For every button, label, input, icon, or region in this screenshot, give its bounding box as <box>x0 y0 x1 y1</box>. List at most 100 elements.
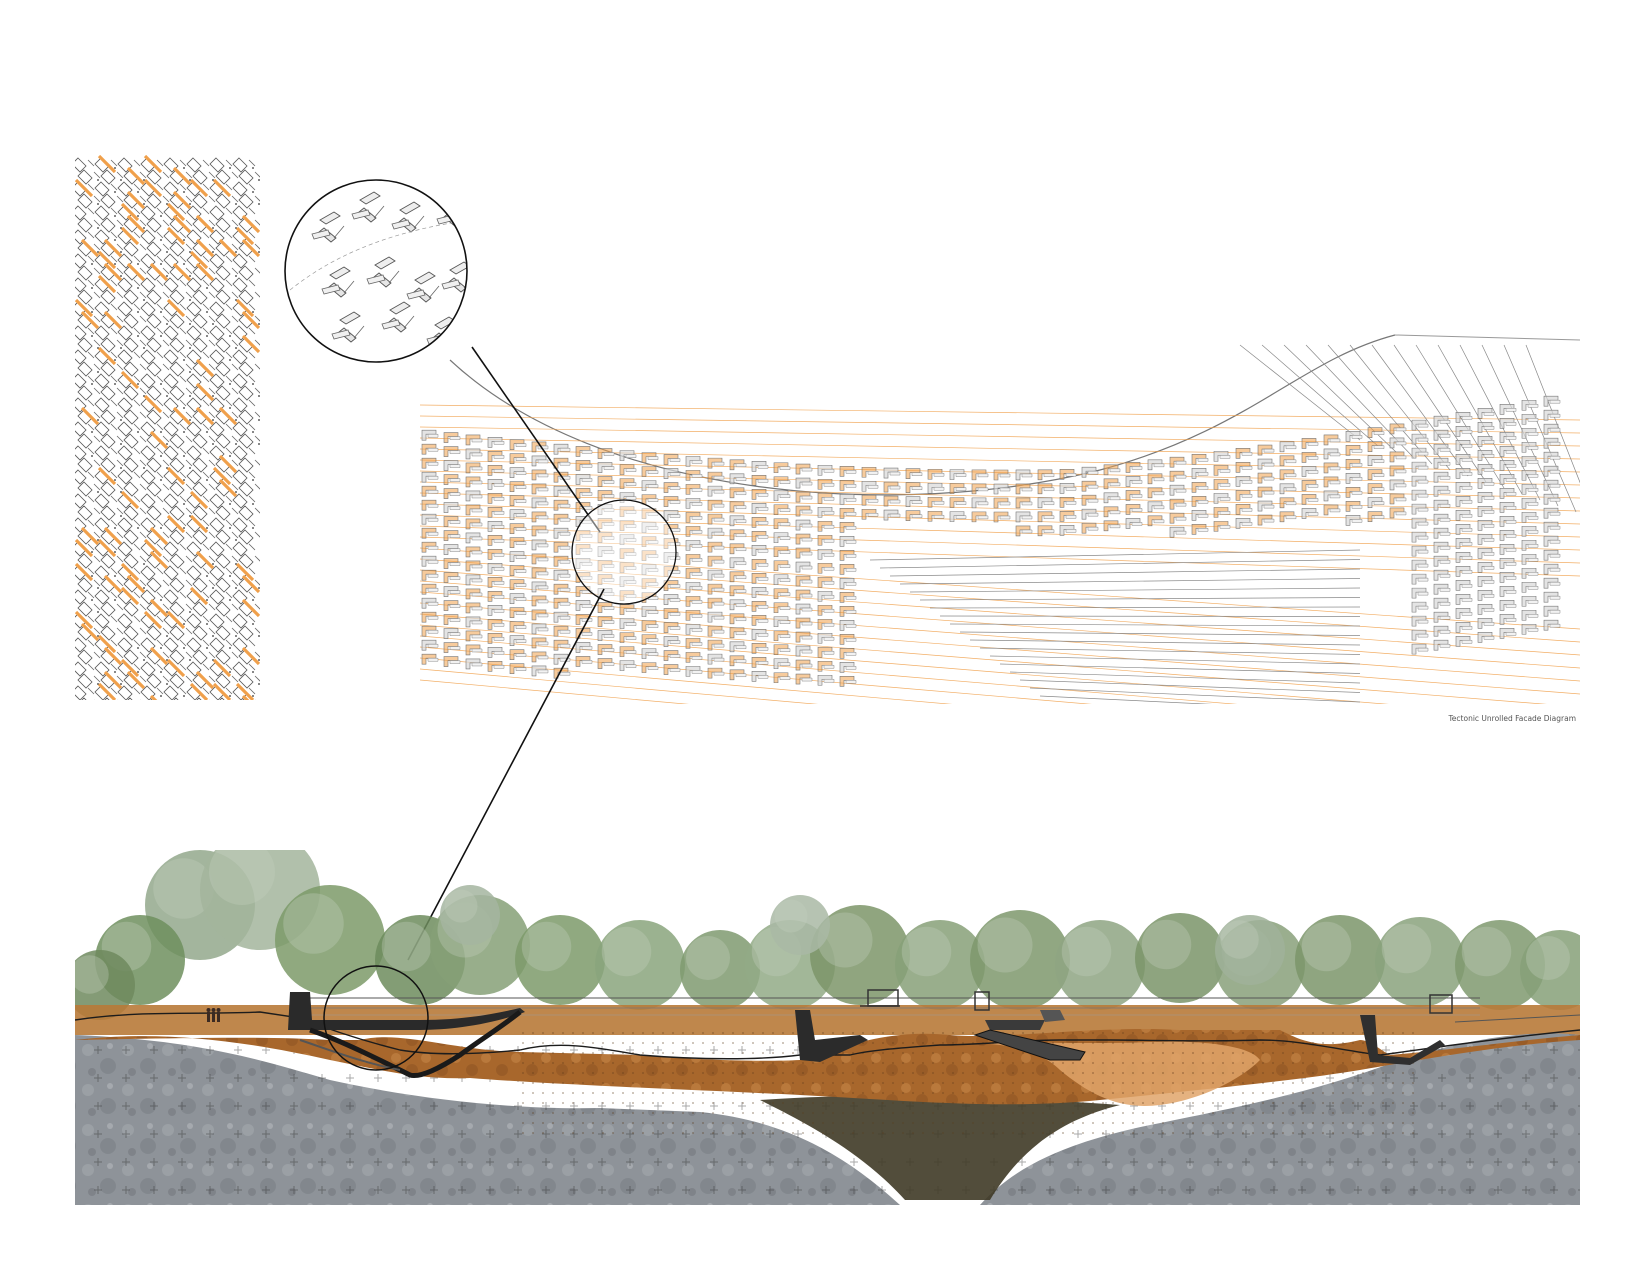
strip-module <box>94 301 118 317</box>
facade-module <box>465 462 483 474</box>
strip-module <box>140 421 164 437</box>
facade-module <box>1433 625 1451 637</box>
strip-module <box>192 238 216 258</box>
facade-module <box>1543 563 1561 575</box>
facade-module <box>487 465 505 476</box>
strip-module <box>146 385 170 401</box>
facade-module <box>597 476 615 487</box>
tree-crown-highlight <box>1220 920 1259 959</box>
strip-module <box>163 466 187 486</box>
strip-module <box>140 205 164 221</box>
facade-module <box>421 429 439 441</box>
facade-module <box>1345 473 1363 484</box>
facade-module <box>1235 447 1253 459</box>
facade-module <box>1543 535 1561 547</box>
strip-module <box>209 253 233 269</box>
strip-module <box>169 529 193 545</box>
facade-module <box>927 510 945 522</box>
strip-module <box>169 601 193 617</box>
facade-guide-line <box>420 569 1580 656</box>
strip-module <box>163 397 187 413</box>
facade-module <box>971 469 989 481</box>
tree-crown <box>1055 920 1145 1010</box>
strip-module <box>100 169 124 185</box>
facade-module <box>443 474 461 485</box>
facade-module <box>465 448 483 460</box>
facade-module <box>1433 639 1451 651</box>
strip-module <box>163 298 187 318</box>
facade-module <box>993 469 1011 481</box>
strip-module <box>238 574 260 594</box>
strip-module <box>232 205 256 221</box>
strip-module <box>232 637 256 653</box>
strip-module <box>169 166 193 186</box>
facade-module <box>1543 465 1561 477</box>
facade-module <box>619 478 637 489</box>
facade-module <box>465 518 483 530</box>
facade-module <box>619 660 637 671</box>
strip-module <box>238 409 260 425</box>
facade-module <box>619 632 637 643</box>
facade-module <box>1543 619 1561 631</box>
tree-crown-highlight <box>75 955 109 994</box>
strip-module <box>123 529 147 545</box>
facade-module <box>1411 615 1429 627</box>
facade-module <box>1477 632 1495 643</box>
facade-module <box>1015 483 1033 495</box>
facade-module <box>993 497 1011 509</box>
facade-module <box>795 463 813 475</box>
tree-crown-highlight <box>686 936 730 980</box>
facade-module <box>509 621 527 632</box>
facade-module <box>971 497 989 509</box>
strip-module <box>163 637 187 653</box>
facade-module <box>509 607 527 618</box>
facade-module <box>839 634 857 645</box>
strip-module <box>163 565 187 581</box>
tree-crown-highlight <box>601 926 652 977</box>
facade-module <box>443 502 461 513</box>
facade-module <box>861 494 879 506</box>
facade-module <box>1279 483 1297 495</box>
strip-module <box>100 646 124 666</box>
facade-module <box>1411 559 1429 571</box>
facade-module <box>795 673 813 685</box>
facade-module <box>1059 497 1077 508</box>
tree-crown-highlight <box>1141 919 1192 970</box>
facade-module <box>1521 539 1539 551</box>
facade-module <box>597 490 615 501</box>
strip-module <box>169 313 193 329</box>
strip-module <box>146 646 170 666</box>
facade-module <box>795 505 813 517</box>
facade-module <box>465 532 483 544</box>
strip-module <box>146 409 170 425</box>
tree-crown-highlight <box>1301 921 1352 972</box>
structure-mid-left <box>795 989 900 1062</box>
strip-module <box>192 358 216 378</box>
strip-module <box>238 457 260 473</box>
facade-module <box>487 521 505 532</box>
facade-module <box>1499 628 1517 639</box>
facade-module <box>509 649 527 660</box>
strip-module <box>77 265 101 281</box>
strip-module <box>192 529 216 545</box>
strip-module <box>146 673 170 689</box>
strip-module <box>192 313 216 329</box>
facade-module <box>1499 544 1517 555</box>
strip-module <box>94 466 118 486</box>
strip-module <box>94 634 118 654</box>
facade-module <box>1433 443 1451 455</box>
facade-module <box>1499 516 1517 527</box>
strip-module <box>77 385 101 401</box>
strip-module <box>140 394 164 414</box>
facade-module <box>839 564 857 575</box>
strip-module <box>75 538 95 558</box>
facade-module <box>1455 594 1473 605</box>
strip-module <box>117 226 141 246</box>
strip-module <box>209 682 233 700</box>
strip-module <box>140 155 164 174</box>
strip-module <box>75 178 95 198</box>
facade-module <box>509 495 527 506</box>
facade-module <box>729 543 747 555</box>
strip-module <box>75 397 95 413</box>
strip-module <box>209 541 233 557</box>
